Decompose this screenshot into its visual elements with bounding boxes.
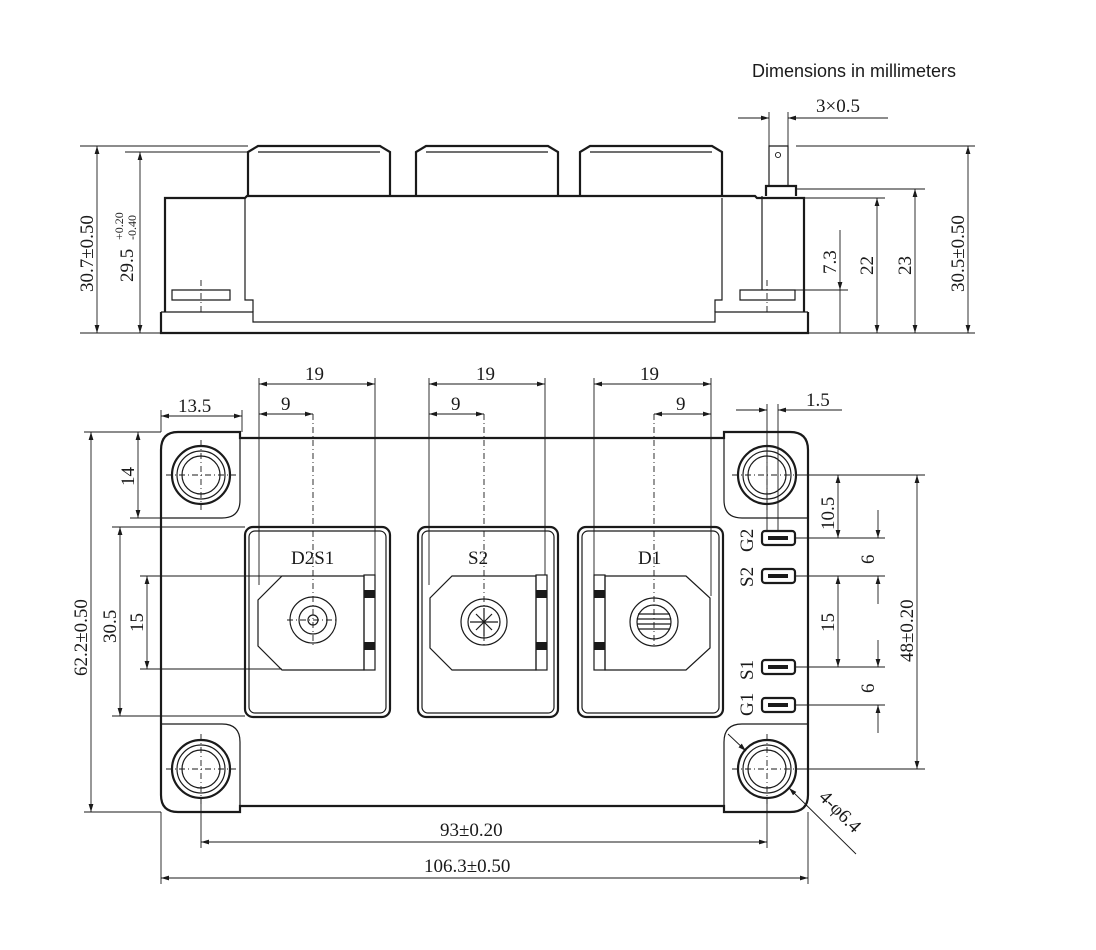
dim-pin-15: 15	[818, 613, 839, 632]
pin-hole	[774, 151, 782, 159]
dim-pin-6-top: 6	[858, 555, 879, 565]
terminal-cap-1	[246, 144, 392, 196]
dim-total-height-right: 30.5±0.50	[948, 215, 969, 292]
dim-housing-tol-minus: -0.40	[125, 215, 139, 240]
terminal-label-s2: S2	[468, 548, 488, 569]
pin-label-g2: G2	[737, 529, 758, 552]
dim-overall-width: 106.3±0.50	[424, 856, 510, 877]
dim-total-height-left: 30.7±0.50	[77, 215, 98, 292]
notch-bl	[161, 723, 241, 806]
notch-br	[723, 723, 808, 806]
mount-hole-bl	[166, 734, 236, 804]
leader-line	[727, 733, 747, 752]
dim-housing-tol-plus: +0.20	[112, 212, 126, 240]
dim-height-22: 22	[857, 256, 878, 275]
terminal-s2	[416, 414, 560, 719]
dim-housing-height: 29.5	[117, 249, 138, 282]
dim-pin-1-5: 1.5	[806, 390, 830, 411]
dim-terminal-offset-1: 9	[281, 394, 291, 415]
dim-terminal-offset-2: 9	[451, 394, 461, 415]
dim-hole-spacing-h: 93±0.20	[440, 820, 503, 841]
mount-hole-br	[732, 734, 802, 804]
side-view: 30.7±0.50 29.5 +0.20 -0.40 3×0.5 7.3 22 …	[77, 96, 975, 335]
dim-terminal-width-2: 19	[476, 364, 495, 385]
terminal-cap-2	[414, 144, 560, 196]
housing-right-wall	[714, 198, 723, 312]
top-view: D2S1 S2 D1	[71, 364, 925, 884]
left-boss	[171, 289, 231, 301]
dim-pin-step: 7.3	[820, 250, 841, 274]
mount-hole-tl	[166, 440, 236, 510]
dim-terminal-offset-3: 9	[676, 394, 686, 415]
dim-terminal-height: 30.5	[100, 610, 121, 643]
dim-pin-6-bottom: 6	[858, 684, 879, 694]
terminal-label-d1: D1	[638, 548, 661, 569]
housing-outline	[163, 194, 806, 312]
dim-hole-dia: 4-φ6.4	[814, 787, 865, 838]
terminal-cap-3	[578, 144, 724, 196]
pin-label-g1: G1	[737, 693, 758, 716]
terminal-d1	[576, 414, 725, 719]
base-step	[161, 311, 808, 323]
base-plate	[159, 312, 810, 335]
control-pins	[760, 529, 797, 714]
dim-pin-10-5: 10.5	[818, 497, 839, 530]
control-pin	[768, 145, 789, 186]
pin-base	[764, 184, 798, 196]
dim-corner-14: 14	[118, 467, 139, 487]
housing-left-wall	[244, 198, 254, 312]
right-boss	[739, 289, 796, 301]
dim-height-23: 23	[895, 256, 916, 275]
terminal-label-d2s1: D2S1	[291, 548, 334, 569]
dim-terminal-inner: 15	[127, 613, 148, 632]
dim-terminal-width-3: 19	[640, 364, 659, 385]
pin-label-s2: S2	[737, 567, 758, 587]
dim-overall-height: 62.2±0.50	[71, 599, 92, 676]
notch-tl	[161, 438, 241, 519]
dim-hole-spacing-v: 48±0.20	[897, 599, 918, 662]
dim-terminal-width-1: 19	[305, 364, 324, 385]
drawing-title: Dimensions in millimeters	[752, 61, 956, 81]
pin-label-s1: S1	[737, 660, 758, 680]
module-outline	[159, 430, 810, 814]
notch-tr	[723, 438, 808, 519]
dim-pin-width: 3×0.5	[816, 96, 860, 117]
dim-corner-13-5: 13.5	[178, 396, 211, 417]
terminal-d2s1	[243, 414, 392, 719]
leader-line	[788, 787, 857, 855]
